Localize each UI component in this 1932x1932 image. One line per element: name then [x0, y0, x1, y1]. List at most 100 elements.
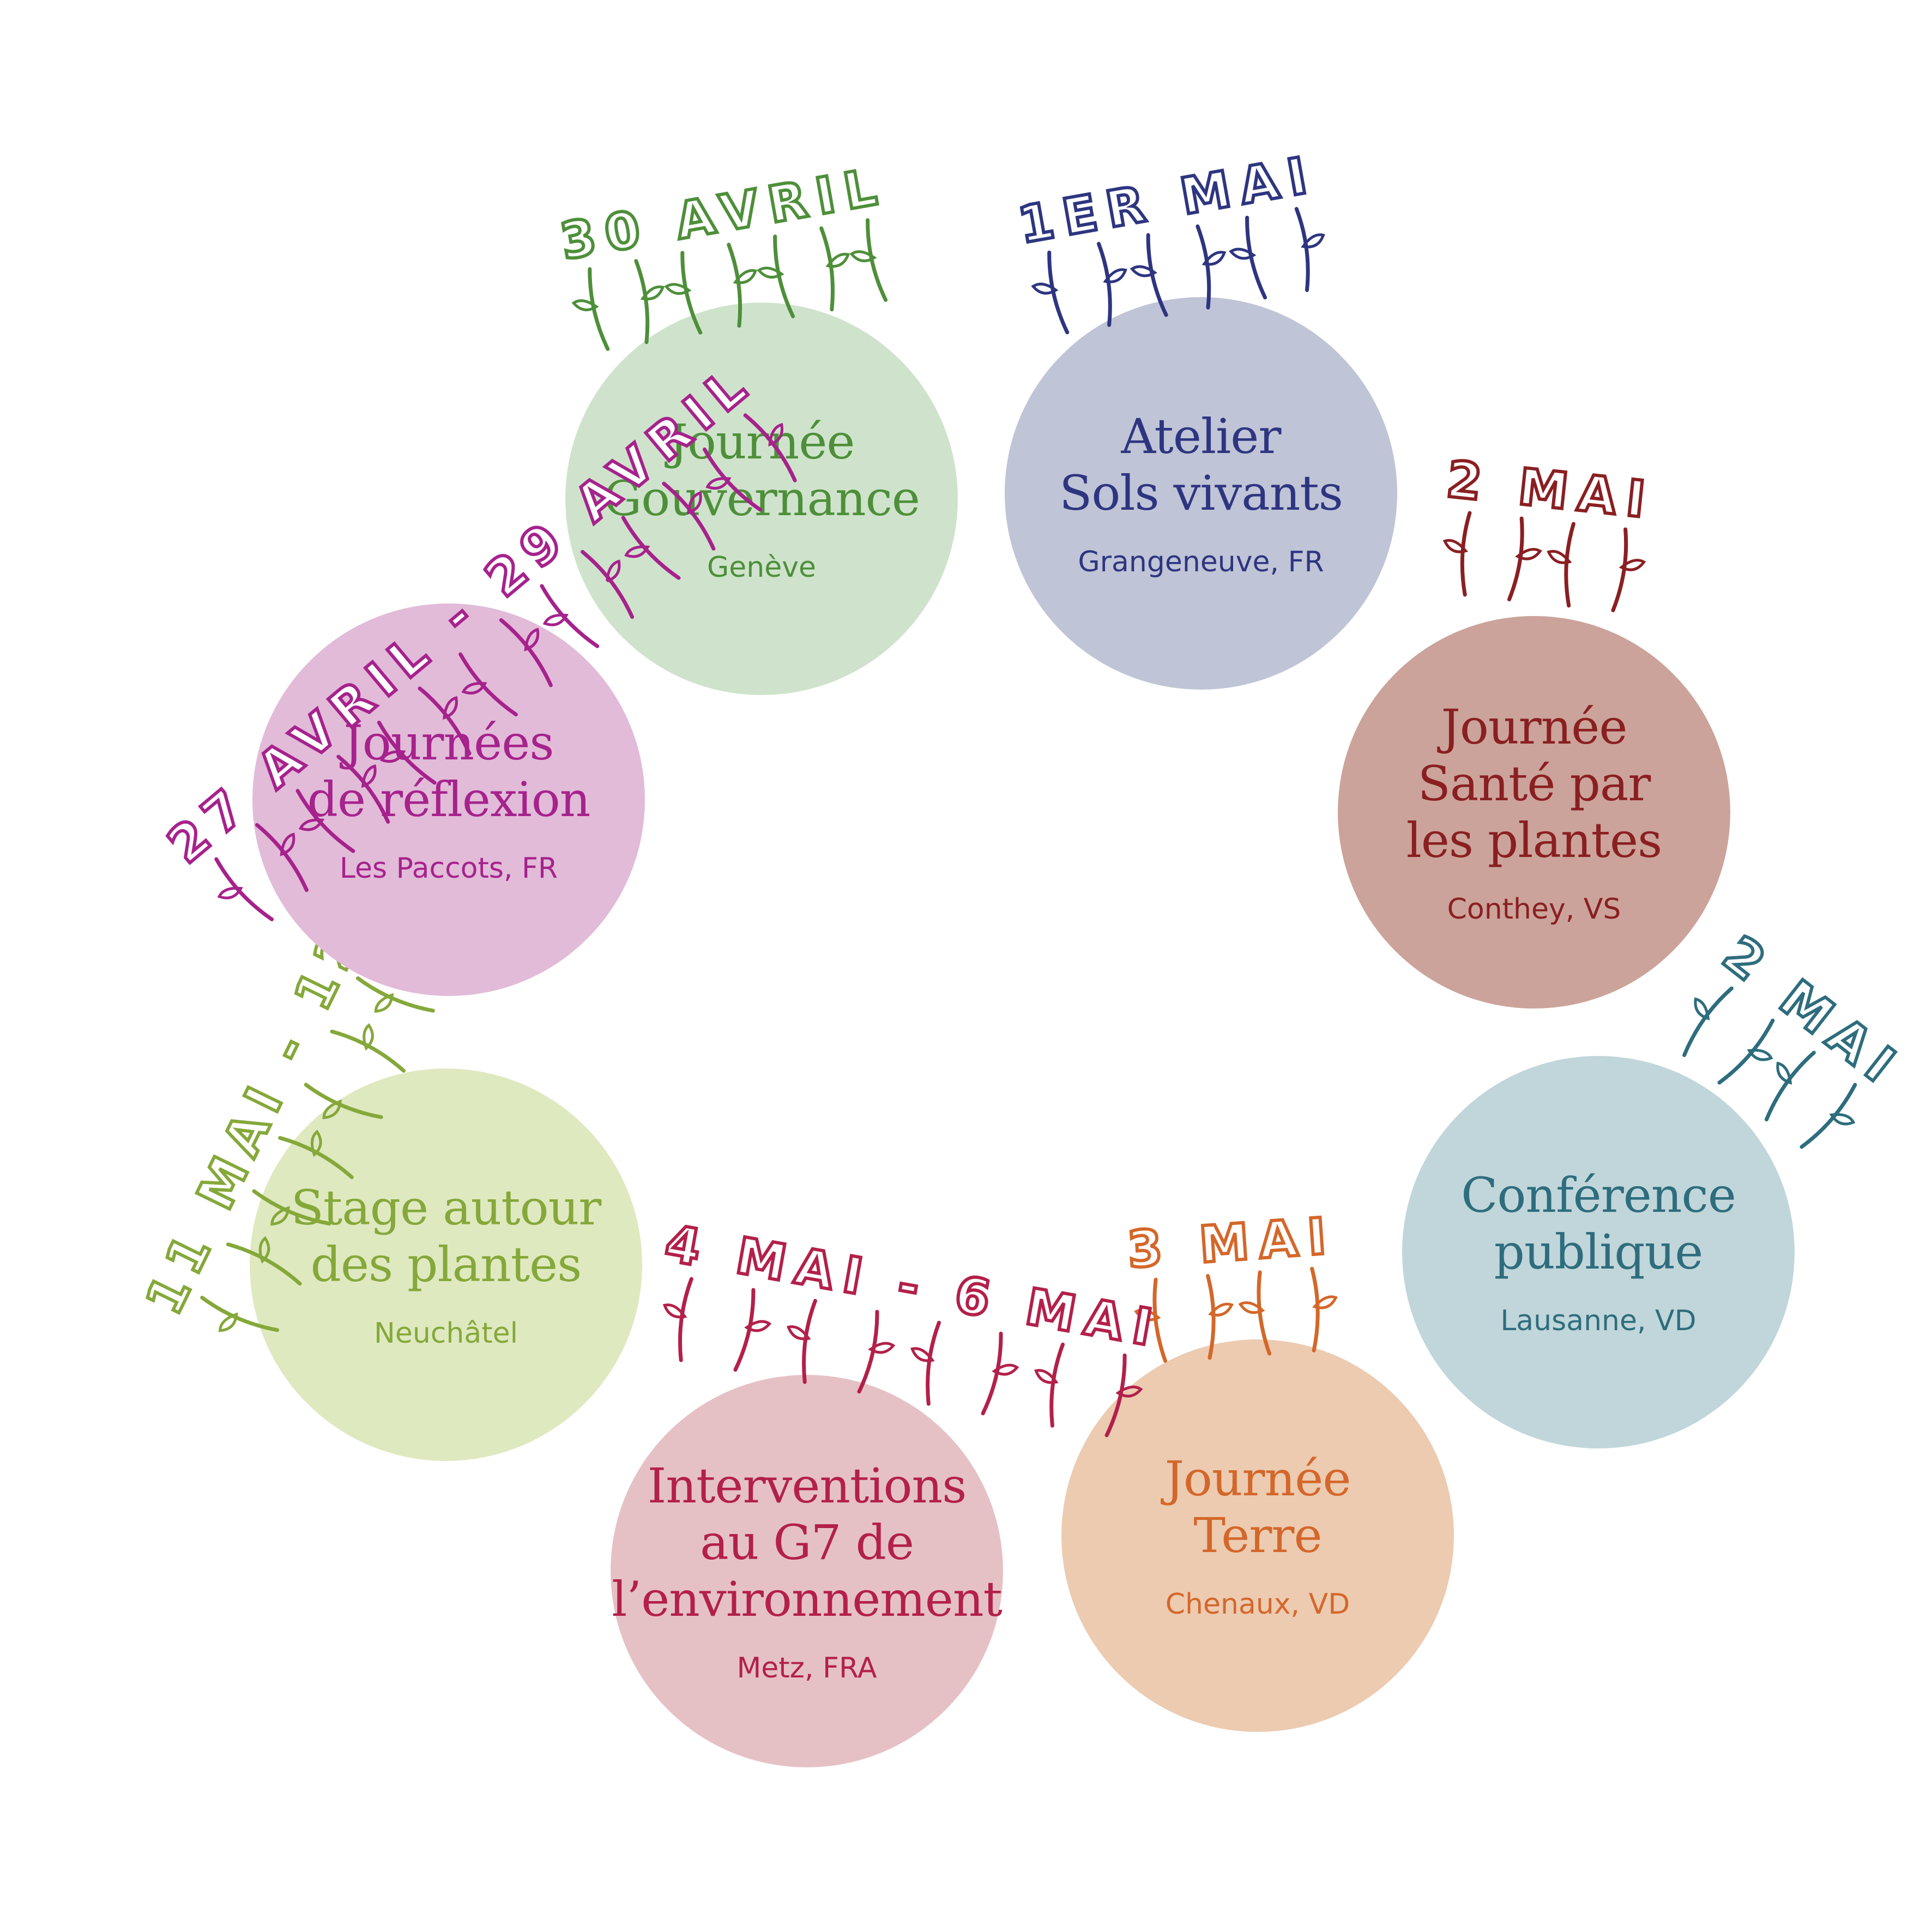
event-interventions-g7: Interventions au G7 de l’environnement M… — [611, 1375, 1003, 1767]
date-label: 4 MAI - 6 MAI — [661, 1214, 1166, 1359]
stem — [733, 1288, 756, 1372]
leaf — [992, 1363, 1019, 1376]
date-sprout: 2 MAI — [1442, 449, 1659, 612]
stem — [1152, 1277, 1168, 1363]
leaf — [1776, 1061, 1792, 1085]
leaf — [1229, 247, 1257, 260]
stem — [634, 259, 650, 345]
event-title: Atelier Sols vivants — [1059, 408, 1343, 521]
stem — [1800, 1083, 1857, 1149]
event-place: Conthey, VS — [1447, 892, 1621, 926]
leaf — [1694, 997, 1710, 1021]
stem — [819, 226, 835, 312]
date-label: 2 MAI — [1444, 450, 1658, 530]
leaf — [1202, 251, 1227, 266]
stem — [1682, 986, 1734, 1058]
leaf — [1747, 1049, 1773, 1061]
event-place: Neuchâtel — [373, 1317, 518, 1350]
leaf — [825, 252, 850, 268]
date-label: 30 AVRIL — [556, 156, 890, 271]
event-conference-publique: Conférence publique Lausanne, VD — [1402, 1056, 1795, 1448]
event-journee-terre: Journée Terre Chenaux, VD — [1061, 1339, 1454, 1732]
event-journee-sante-par-les-plantes: Journée Santé par les plantes Conthey, V… — [1338, 616, 1730, 1009]
date-label: 1ER MAI — [1014, 145, 1321, 255]
event-title: Journées de réflexion — [307, 715, 591, 828]
event-title: Journée Terre — [1164, 1451, 1351, 1563]
stem — [330, 1029, 406, 1073]
leaf — [1515, 548, 1542, 560]
stem — [1717, 1018, 1775, 1085]
stem — [1049, 1342, 1065, 1428]
leaf — [786, 1325, 811, 1341]
leaf — [733, 269, 758, 285]
event-atelier-sols-vivants: Atelier Sols vivants Grangeneuve, FR — [1005, 297, 1397, 690]
stems — [1442, 511, 1646, 612]
stem — [802, 1299, 817, 1384]
leaf — [1134, 1308, 1161, 1321]
event-journees-de-reflexion: Journées de réflexion Les Paccots, FR — [252, 603, 645, 996]
leaf — [218, 1312, 238, 1332]
leaf — [1238, 1301, 1265, 1314]
stem — [1196, 224, 1211, 310]
event-place: Chenaux, VD — [1165, 1587, 1350, 1621]
leaf — [1829, 1113, 1856, 1126]
date-label: 3 MAI — [1126, 1206, 1338, 1279]
event-title: Conférence publique — [1461, 1167, 1736, 1280]
leaf — [1301, 233, 1325, 249]
date-sprout: 3 MAI — [1124, 1205, 1339, 1363]
leaf — [1312, 1295, 1338, 1309]
stem — [926, 1320, 941, 1406]
leaf — [1034, 1369, 1059, 1384]
stem — [1245, 215, 1267, 300]
stem — [857, 1309, 879, 1394]
stem — [1294, 207, 1310, 292]
leaf — [849, 250, 877, 262]
leaf — [1031, 282, 1059, 295]
leaf — [1442, 539, 1468, 553]
leaf — [640, 285, 665, 300]
stem — [1764, 1050, 1816, 1121]
stem — [1310, 1266, 1320, 1353]
date-label: 2 MAI — [1712, 925, 1913, 1099]
leaf — [363, 1023, 374, 1051]
leaf — [374, 993, 394, 1013]
event-stage-autour-des-plantes: Stage autour des plantes Neuchâtel — [250, 1068, 642, 1461]
stem — [214, 857, 274, 921]
event-place: Genève — [707, 551, 816, 584]
leaf — [542, 613, 569, 626]
date-sprout: 30 AVRIL — [554, 155, 892, 351]
stem — [1507, 516, 1524, 601]
stem — [866, 218, 888, 302]
stem — [981, 1331, 1003, 1416]
event-journee-gouvernance: Journée Gouvernance Genève — [565, 303, 958, 695]
leaf — [1547, 550, 1572, 564]
stem — [1047, 250, 1070, 335]
event-place: Grangeneuve, FR — [1078, 545, 1324, 578]
leaf — [757, 267, 784, 279]
leaf — [1130, 265, 1157, 277]
stem — [678, 1277, 693, 1362]
leaf — [1208, 1302, 1234, 1317]
stem — [1096, 242, 1112, 327]
stem — [1460, 511, 1472, 597]
stem — [1564, 522, 1575, 608]
event-place: Lausanne, VD — [1500, 1304, 1696, 1337]
leaf — [217, 886, 243, 899]
date-sprout: 1ER MAI — [1012, 143, 1325, 335]
leaf — [662, 1303, 687, 1319]
stem — [1611, 527, 1628, 612]
event-place: Metz, FRA — [736, 1651, 877, 1685]
stem — [588, 267, 610, 351]
event-title: Journée Santé par les plantes — [1406, 699, 1663, 868]
leaf — [910, 1347, 935, 1362]
event-title: Journée Gouvernance — [603, 414, 920, 527]
leaf — [1103, 268, 1127, 283]
leaf — [868, 1342, 896, 1354]
event-place: Les Paccots, FR — [339, 852, 558, 885]
leaf — [744, 1320, 772, 1332]
leaf — [1619, 559, 1646, 571]
event-title: Stage autour des plantes — [291, 1180, 602, 1293]
leaf — [571, 299, 599, 311]
leaf — [664, 283, 692, 295]
